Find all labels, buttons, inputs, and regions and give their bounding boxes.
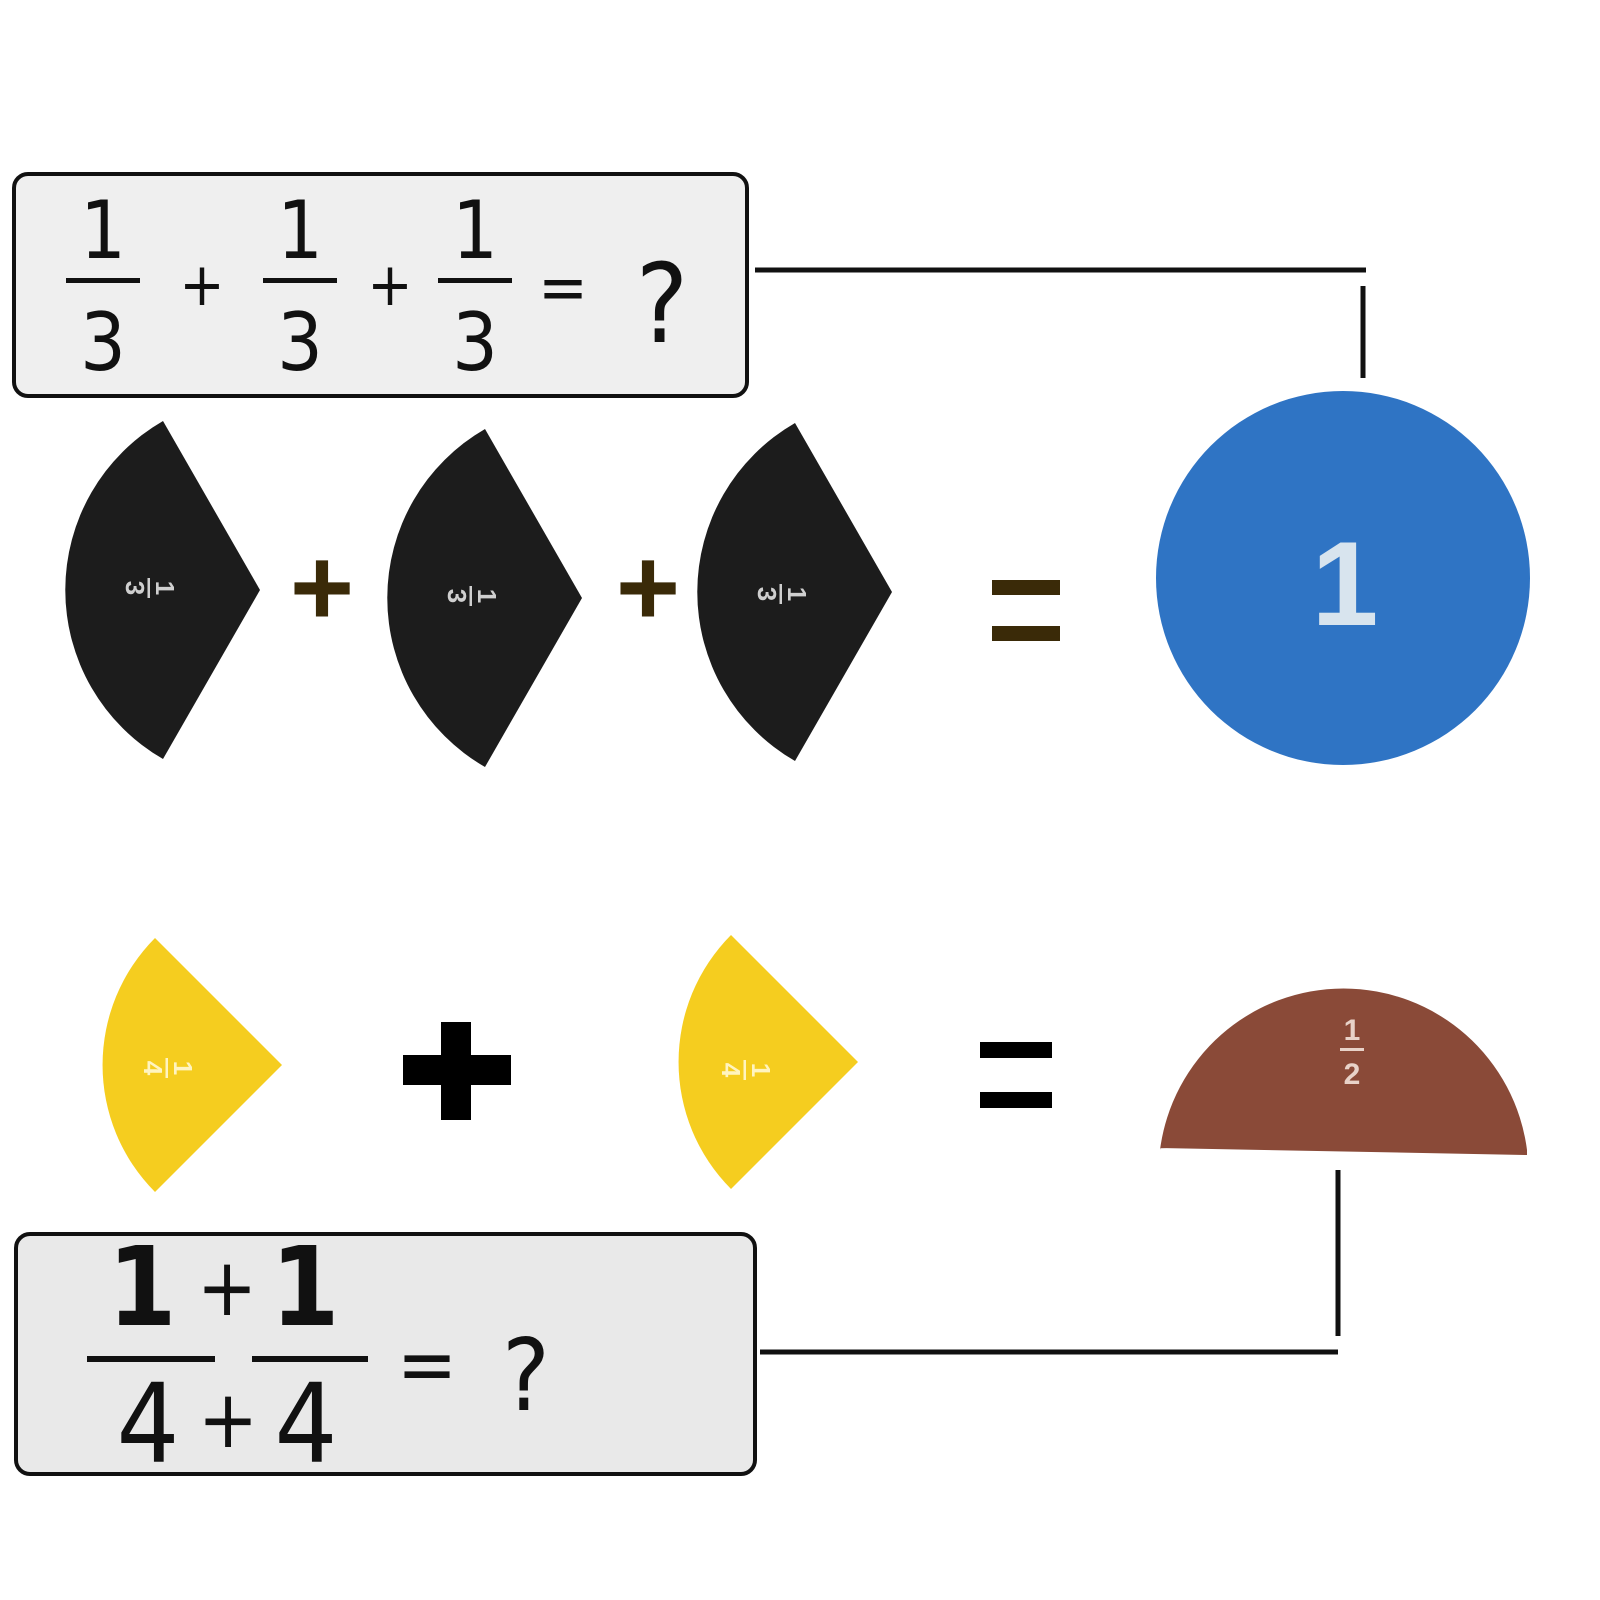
top-box-frame — [12, 172, 749, 398]
wedge-label-num: 1 — [472, 589, 502, 603]
fraction-2: 1 3 — [263, 184, 337, 389]
denominator: 3 — [452, 296, 498, 389]
plus-sign: + — [290, 526, 354, 649]
fraction-bar-right — [252, 1356, 368, 1362]
equals-sign: = — [397, 1318, 457, 1411]
numerator-left: 1 — [108, 1223, 177, 1351]
equals-sign: = — [538, 249, 588, 326]
third-piece-1: 1 3 — [65, 421, 260, 759]
numerator-right: 1 — [271, 1223, 340, 1351]
top-equation-box: 1 3 + 1 3 + 1 3 = ? — [12, 172, 749, 398]
quarter-wedge — [678, 935, 858, 1189]
wedge-label-num: 1 — [782, 587, 812, 601]
fraction-bar-left — [87, 1356, 215, 1362]
wedge-label-num: 1 — [746, 1063, 776, 1077]
fraction-bar — [438, 278, 512, 283]
wedge-label-den: 4 — [138, 1061, 168, 1076]
numerator: 1 — [452, 184, 498, 277]
third-wedge — [697, 423, 892, 761]
whole-piece: 1 — [1156, 391, 1530, 765]
plus-sign: + — [616, 526, 680, 649]
denominator-plus: + — [198, 1373, 258, 1466]
answer-question-mark: ? — [502, 1317, 550, 1434]
plus-sign: + — [179, 250, 224, 320]
bottom-equation-box: 1 + 1 4 + 4 = ? — [14, 1223, 757, 1488]
third-wedge — [65, 421, 260, 759]
numerator: 1 — [80, 184, 126, 277]
answer-question-mark: ? — [636, 240, 689, 368]
third-piece-2: 1 3 — [387, 429, 582, 767]
numerator: 1 — [277, 184, 323, 277]
denominator: 3 — [277, 296, 323, 389]
plus-sign: + — [367, 250, 412, 320]
bottom-box-frame — [14, 1232, 757, 1476]
quarter-wedge — [102, 938, 282, 1192]
quarter-piece-2: 1 4 — [678, 935, 858, 1189]
equals-sign — [992, 580, 1060, 641]
bottom-connector-line — [760, 1170, 1341, 1355]
whole-circle — [1156, 391, 1530, 765]
half-semicircle — [1160, 988, 1527, 1155]
wedge-label-num: 1 — [168, 1061, 198, 1075]
top-connector-line — [755, 267, 1366, 378]
half-label-num: 1 — [1344, 1014, 1361, 1047]
whole-label: 1 — [1312, 517, 1379, 651]
fraction-bar — [263, 278, 337, 283]
plus-sign — [403, 1022, 511, 1120]
equals-sign — [980, 1042, 1052, 1108]
numerator-plus: + — [197, 1241, 257, 1334]
wedge-label-num: 1 — [150, 581, 180, 595]
denominator-right: 4 — [275, 1360, 338, 1488]
wedge-label-den: 3 — [120, 581, 150, 595]
half-label-den: 2 — [1344, 1058, 1361, 1091]
wedge-label-den: 3 — [752, 587, 782, 601]
wedge-label-den: 4 — [716, 1063, 746, 1078]
fraction-1: 1 3 — [66, 184, 140, 389]
third-piece-3: 1 3 — [697, 423, 892, 761]
denominator: 3 — [80, 296, 126, 389]
denominator-left: 4 — [117, 1360, 180, 1488]
quarter-piece-1: 1 4 — [102, 938, 282, 1192]
third-wedge — [387, 429, 582, 767]
half-piece: 1 2 — [1160, 988, 1527, 1155]
fraction-bar — [66, 278, 140, 283]
fraction-3: 1 3 — [438, 184, 512, 389]
wedge-label-den: 3 — [442, 589, 472, 603]
